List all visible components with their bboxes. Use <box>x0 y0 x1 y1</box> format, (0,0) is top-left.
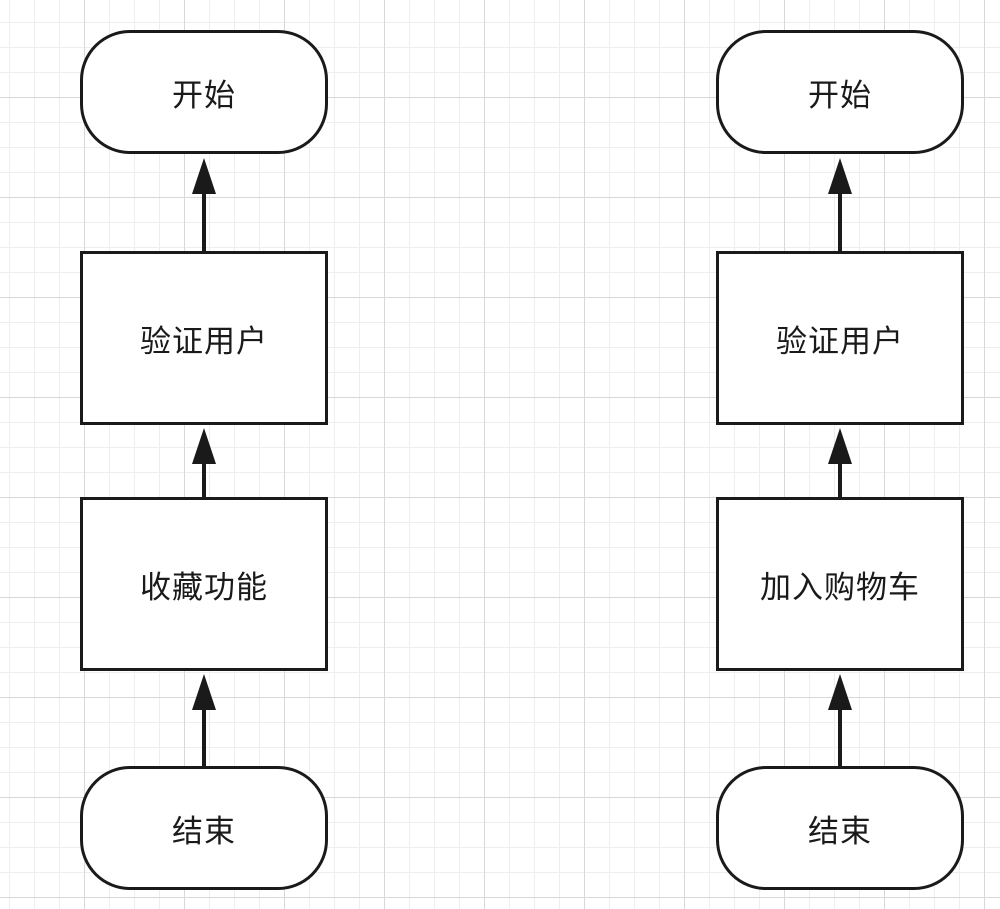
right-end-node[interactable]: 结束 <box>716 766 964 890</box>
left-start-label: 开始 <box>172 77 236 114</box>
right-add-to-cart-node[interactable]: 加入购物车 <box>716 497 964 671</box>
left-arrowhead-to-action <box>192 674 216 710</box>
left-verify-user-node[interactable]: 验证用户 <box>80 251 328 425</box>
left-start-node[interactable]: 开始 <box>80 30 328 154</box>
left-end-node[interactable]: 结束 <box>80 766 328 890</box>
left-arrowhead-to-start <box>192 158 216 194</box>
right-verify-user-node[interactable]: 验证用户 <box>716 251 964 425</box>
right-arrowhead-to-verify <box>828 428 852 464</box>
left-arrowhead-to-verify <box>192 428 216 464</box>
right-end-label: 结束 <box>808 813 872 850</box>
left-verify-user-label: 验证用户 <box>140 323 268 360</box>
right-add-to-cart-label: 加入购物车 <box>760 569 920 606</box>
left-end-label: 结束 <box>172 813 236 850</box>
right-arrowhead-to-action <box>828 674 852 710</box>
right-start-node[interactable]: 开始 <box>716 30 964 154</box>
left-favorite-label: 收藏功能 <box>140 569 268 606</box>
right-arrowhead-to-start <box>828 158 852 194</box>
right-verify-user-label: 验证用户 <box>776 323 904 360</box>
right-start-label: 开始 <box>808 77 872 114</box>
left-favorite-node[interactable]: 收藏功能 <box>80 497 328 671</box>
